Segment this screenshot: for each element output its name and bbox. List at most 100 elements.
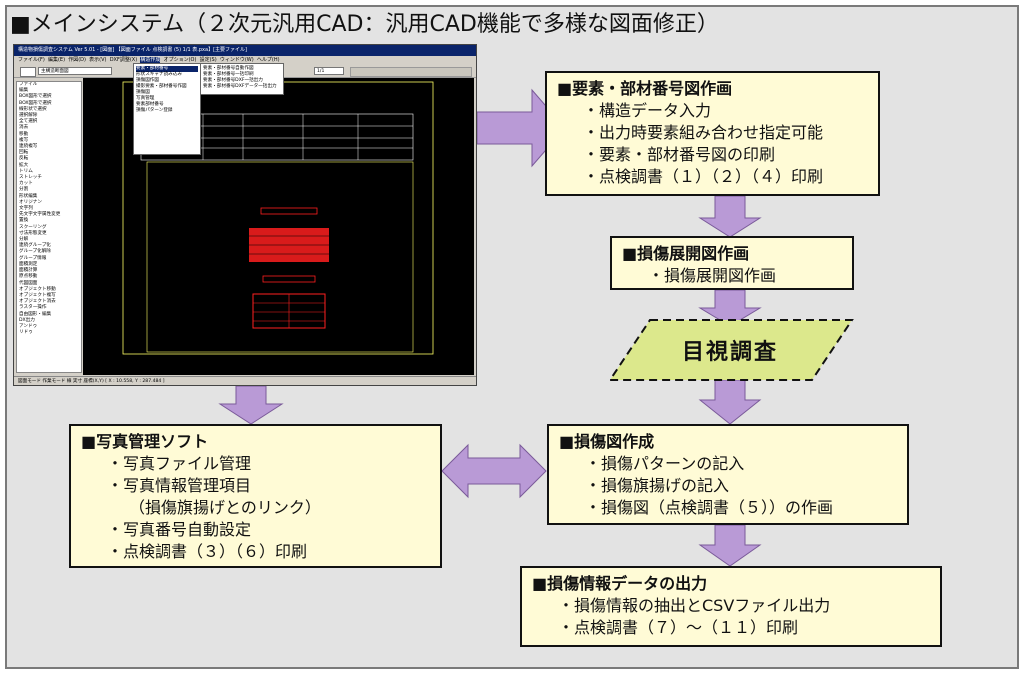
cad-window-title: 構造物損傷調査システム Ver 5.01 - [図面] 【図面ファイル 点検調書… [14,45,476,56]
submenu-item[interactable]: 要素・部材番号DXFデータ一括出力 [203,84,277,89]
menu-window[interactable]: ウィンドウ(W) [219,57,254,63]
tree-item[interactable]: 面積計算 [19,268,38,274]
tree-item[interactable]: 連続複写 [19,144,38,150]
menu-dxf[interactable]: DXF調整(X) [109,57,138,63]
tree-item[interactable]: BOX図形で選択 [19,100,52,106]
box-element-number-line: ・点検調書（１）（２）（４）印刷 [583,167,824,186]
arrow-element-to-damage-dev [698,195,762,238]
arrow-photo-damage-link [441,443,547,499]
box-damage-development-heading: ■損傷展開図作画 [622,244,750,263]
visual-inspection-shape [608,319,854,381]
tree-item[interactable]: 複写 [19,137,29,143]
box-damage-development-line: ・損傷展開図作画 [648,266,777,285]
tree-item[interactable]: 寸法形態変更 [19,230,47,236]
dropdown-menu-item[interactable]: 損傷図作図 [136,78,159,83]
box-damage-data-output-line: ・点検調書（７）～（１１）印刷 [558,618,799,637]
dropdown-menu-item[interactable]: 要素部材番号 [136,102,164,107]
menu-structure[interactable]: 構造作成 [140,57,161,63]
diagram-title: ■メインシステム（２次元汎用CAD：汎用CAD機能で多様な図面修正） [10,12,719,37]
tree-item[interactable]: 移動 [19,131,29,137]
cad-statusbar: 図面モード 作業モード 線 実寸 座標(X,Y) [ X : 10.558, Y… [14,376,476,385]
toolbar-buttons[interactable] [350,67,472,77]
box-damage-data-output: ■損傷情報データの出力 ・損傷情報の抽出とCSVファイル出力 ・点検調書（７）～… [520,566,942,647]
tree-item[interactable]: オリジナン [19,199,42,205]
tree-item[interactable]: 面積測定 [19,261,38,267]
menu-option[interactable]: オプション(O) [163,57,197,63]
tree-item[interactable]: 原点移動 [19,274,38,280]
dropdown-menu-item[interactable]: 損傷図 [136,90,150,95]
box-photo-management-line: ・写真ファイル管理 [107,454,252,473]
dropdown-menu-item[interactable]: 写真管理 [136,96,155,101]
tree-item[interactable]: オブジェクト移動 [19,286,56,292]
tree-item[interactable]: DX出力 [19,317,35,323]
tree-item[interactable]: 連続グループ化 [19,243,51,249]
cad-menubar: ファイル(F) 編集(E) 作図(D) 表示(V) DXF調整(X) 構造作成 … [14,56,476,65]
tree-item[interactable]: 文字列 [19,206,33,212]
box-damage-drawing: ■損傷図作成 ・損傷パターンの記入 ・損傷旗揚げの記入 ・損傷図（点検調書（５）… [547,424,909,525]
tree-item[interactable]: ラスター操作 [19,305,47,311]
cad-drawing [122,81,434,355]
dropdown-menu-item[interactable]: 要素・部材番号 [136,66,198,72]
tree-item[interactable]: 分割 [19,187,29,193]
tree-item[interactable]: 消去 [19,125,29,131]
tree-item[interactable]: リドゥ [19,330,33,336]
cad-submenu[interactable]: 要素・部材番号自動作図要素・部材番号一括印刷要素・部材番号DXF一括出力要素・部… [200,63,284,95]
tree-item[interactable]: 拡大 [19,162,29,168]
tree-item[interactable]: 反転 [19,156,29,162]
submenu-item[interactable]: 要素・部材番号DXF一括出力 [203,78,263,83]
tree-item[interactable]: 代図図面 [19,280,38,286]
dropdown-menu-item[interactable]: 形状スキャナ読み込み [136,72,182,77]
box-element-number: ■要素・部材番号図作画 ・構造データ入力 ・出力時要素組み合わせ指定可能 ・要素… [545,71,880,196]
tree-item[interactable]: トリム [19,168,33,174]
tree-item[interactable]: グループ化解除 [19,249,51,255]
box-damage-data-output-heading: ■損傷情報データの出力 [532,574,708,593]
box-photo-management-line: ・写真情報管理項目 [107,476,252,495]
tree-item[interactable]: 線形状で選択 [19,106,47,112]
tree-item[interactable]: 編集 [19,88,29,94]
tree-item[interactable]: 先文字文字属性変更 [19,212,61,218]
layer-select[interactable]: 主構造断面図 [38,67,112,75]
tree-item[interactable]: アンドゥ [19,323,38,329]
box-damage-drawing-line: ・損傷図（点検調書（５））の作画 [585,498,834,517]
menu-draw[interactable]: 作図(D) [68,57,86,63]
tree-item[interactable]: 全て選択 [19,119,38,125]
cad-dropdown-menu[interactable]: 要素・部材番号形状スキャナ読み込み損傷図作図撮影要素・部材番号作図損傷図写真管理… [133,63,201,155]
box-damage-development: ■損傷展開図作画 ・損傷展開図作画 [610,236,854,290]
tree-item[interactable]: ストレッチ [19,175,42,181]
tree-item[interactable]: BOX図形で選択 [19,94,52,100]
tree-item[interactable]: ファイル [19,82,38,87]
tree-item[interactable]: カット [19,181,33,187]
menu-edit[interactable]: 編集(E) [47,57,66,63]
scale-select[interactable]: 1/1 [314,67,344,75]
submenu-item[interactable]: 要素・部材番号自動作図 [203,66,254,71]
box-photo-management-line: ・点検調書（３）（６）印刷 [107,542,308,561]
menu-settings[interactable]: 設定(S) [199,57,217,63]
cad-screenshot: 構造物損傷調査システム Ver 5.01 - [図面] 【図面ファイル 点検調書… [13,44,477,386]
tree-item[interactable]: 選択解除 [19,113,38,119]
toolbar-icon-left[interactable] [20,67,36,77]
dropdown-menu-item[interactable]: 損傷パターン登録 [136,108,173,113]
arrow-screenshot-to-photo [218,385,284,425]
dropdown-menu-item[interactable]: 撮影要素・部材番号作図 [136,84,187,89]
tree-item[interactable]: グループ情報 [19,255,47,261]
box-element-number-line: ・出力時要素組み合わせ指定可能 [583,123,824,142]
tree-item[interactable]: オブジェクト消去 [19,299,56,305]
box-element-number-line: ・構造データ入力 [583,101,712,120]
box-element-number-line: ・要素・部材番号図の印刷 [583,145,776,164]
tree-item[interactable]: 回転 [19,150,29,156]
box-damage-drawing-line: ・損傷旗揚げの記入 [585,476,730,495]
arrow-damage-dev-to-visual [698,289,762,327]
tree-item[interactable]: スクーリング [19,224,47,230]
tree-item[interactable]: 形状編集 [19,193,38,199]
tree-item[interactable]: 自由図形・編集 [19,311,52,317]
menu-help[interactable]: ヘルプ(H) [256,57,280,63]
visual-inspection-label: 目視調査 [681,340,778,365]
tree-item[interactable]: オブジェクト複写 [19,292,56,298]
tree-item[interactable]: 分解 [19,237,29,243]
menu-file[interactable]: ファイル(F) [18,57,45,63]
submenu-item[interactable]: 要素・部材番号一括印刷 [203,72,254,77]
tree-item[interactable]: 置換 [19,218,29,224]
menu-view[interactable]: 表示(V) [89,57,107,63]
